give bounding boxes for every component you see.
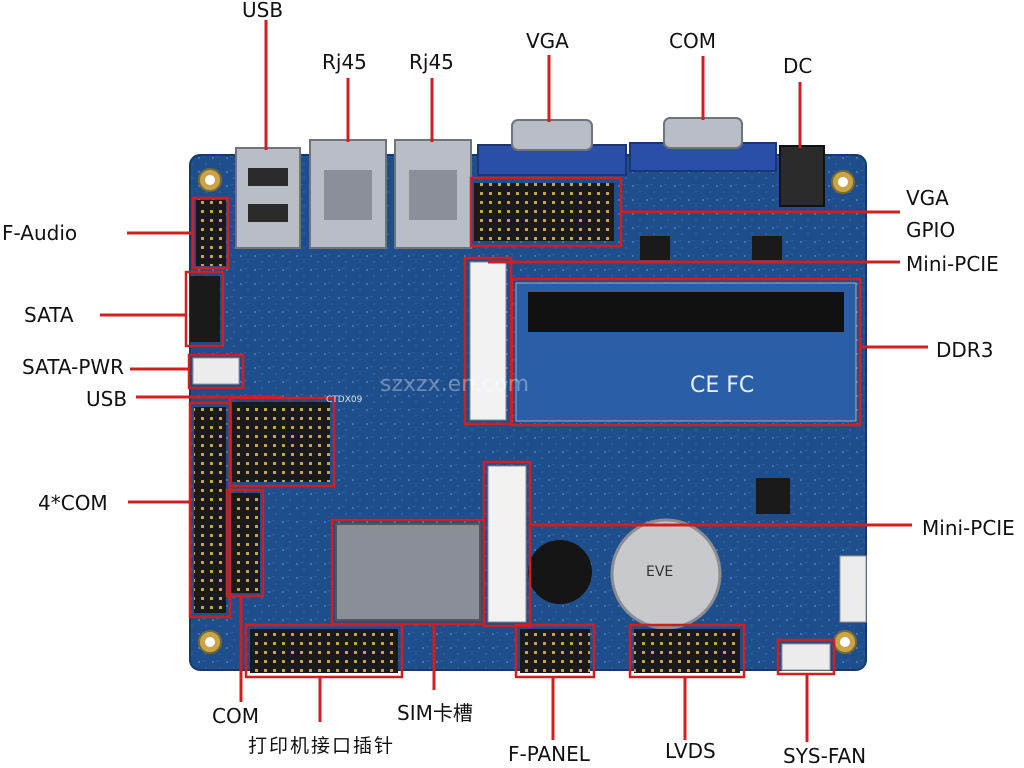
chip bbox=[756, 478, 790, 514]
label-vga-top: VGA bbox=[526, 29, 569, 53]
usb-port-slot bbox=[248, 204, 288, 222]
gpio-header bbox=[474, 183, 614, 241]
f-audio-header bbox=[196, 200, 226, 266]
callout-box bbox=[514, 623, 596, 679]
label-usb-left: USB bbox=[86, 387, 128, 411]
label-ddr3: DDR3 bbox=[936, 338, 994, 362]
usb-port-slot bbox=[248, 168, 288, 186]
usb-header bbox=[232, 402, 330, 482]
label-dc: DC bbox=[783, 54, 813, 78]
buzzer bbox=[528, 540, 592, 604]
sata-pwr-connector bbox=[192, 357, 240, 385]
sim-slot bbox=[335, 523, 481, 621]
callout-boxes bbox=[184, 176, 862, 679]
label-sys-fan: SYS-FAN bbox=[783, 744, 867, 768]
callout-box bbox=[330, 518, 486, 626]
callout-box bbox=[628, 623, 746, 679]
label-f-audio: F-Audio bbox=[2, 221, 78, 245]
rj45-jack bbox=[324, 170, 372, 220]
sys-fan-connector bbox=[781, 643, 831, 671]
label-f-panel: F-PANEL bbox=[508, 742, 590, 766]
label-lvds: LVDS bbox=[665, 739, 716, 763]
label-rj45-b: Rj45 bbox=[409, 50, 454, 74]
mount-hole bbox=[205, 175, 215, 185]
rj45-jack bbox=[409, 170, 457, 220]
callout-box bbox=[510, 277, 862, 427]
com-shell bbox=[663, 117, 743, 149]
chip bbox=[752, 236, 782, 260]
callout-box bbox=[187, 353, 245, 390]
side-connector bbox=[839, 555, 867, 623]
label-vga-gpio-line2: GPIO bbox=[906, 218, 956, 242]
lvds-header bbox=[634, 629, 740, 673]
mounting-holes bbox=[198, 168, 857, 654]
label-4com: 4*COM bbox=[38, 491, 108, 515]
com-header bbox=[230, 493, 260, 593]
label-mini-pcie-top: Mini-PCIE bbox=[906, 252, 999, 276]
label-printer-header: 打印机接口插针 bbox=[248, 735, 396, 757]
label-com-top: COM bbox=[669, 29, 716, 53]
f-panel-header bbox=[520, 629, 590, 673]
sata-connector bbox=[190, 276, 220, 342]
label-sata: SATA bbox=[24, 303, 74, 327]
label-usb-top: USB bbox=[242, 0, 284, 22]
watermark: szxzx.en.com bbox=[380, 372, 530, 397]
label-com-bottom: COM bbox=[212, 704, 259, 728]
callout-box bbox=[225, 488, 265, 598]
vga-shell bbox=[511, 119, 593, 151]
battery-label: EVE bbox=[646, 564, 673, 580]
ddr3-socket bbox=[528, 292, 844, 332]
label-mini-pcie-bottom: Mini-PCIE bbox=[922, 516, 1015, 540]
leader-lines bbox=[100, 20, 928, 742]
callout-box bbox=[184, 270, 225, 348]
mount-hole bbox=[838, 177, 848, 187]
label-vga-gpio-line1: VGA bbox=[906, 186, 949, 210]
four-com-header bbox=[194, 407, 226, 613]
silk-label: CTDX09 bbox=[326, 395, 363, 405]
label-sata-pwr: SATA-PWR bbox=[22, 355, 125, 379]
printer-header bbox=[250, 629, 398, 673]
dc-jack bbox=[779, 145, 825, 207]
callout-box bbox=[244, 623, 404, 679]
chip bbox=[640, 236, 670, 260]
label-sim-slot: SIM卡槽 bbox=[397, 701, 473, 725]
usb-connector bbox=[235, 147, 301, 249]
mini-pcie-slot-top bbox=[469, 261, 507, 421]
callout-box bbox=[188, 401, 232, 619]
mount-hole bbox=[205, 637, 215, 647]
label-rj45-a: Rj45 bbox=[322, 50, 367, 74]
mount-hole bbox=[840, 637, 850, 647]
cmos-battery bbox=[610, 518, 722, 630]
ce-mark: CE FC bbox=[690, 373, 754, 398]
mini-pcie-slot-bottom bbox=[487, 465, 527, 623]
